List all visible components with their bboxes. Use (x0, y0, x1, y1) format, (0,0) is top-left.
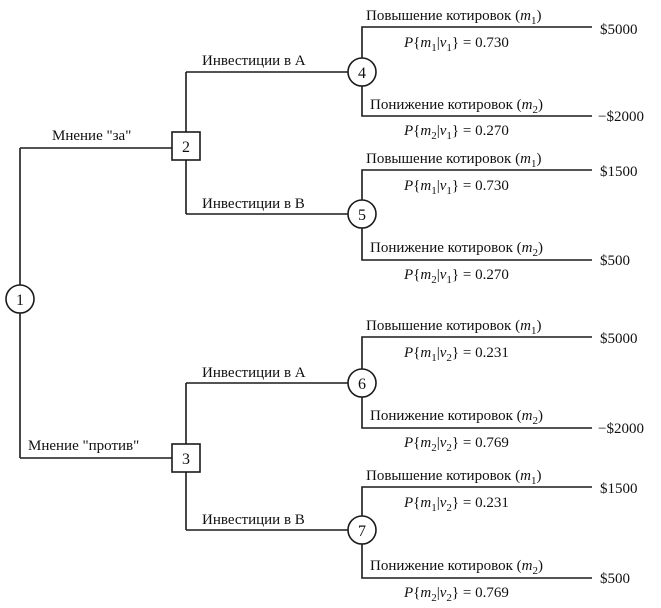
outcome-label-rise: Повышение котировок (m1) (366, 151, 541, 170)
decision-node-square (171, 443, 201, 473)
node-2: 2 (171, 131, 201, 161)
node-3-label: 3 (182, 451, 190, 468)
node-1-label: 1 (16, 292, 24, 309)
decision-node-square (171, 131, 201, 161)
node-5: 5 (347, 199, 377, 229)
payoff-value: −$2000 (598, 421, 644, 437)
branch-label-invest-b: Инвестиции в В (202, 196, 305, 212)
payoff-value: $5000 (600, 22, 638, 38)
node-4: 4 (347, 57, 377, 87)
payoff-value: $5000 (600, 331, 638, 347)
chance-node-circle (347, 515, 377, 545)
branch-label-opinion-against: Мнение "против" (28, 438, 139, 454)
node-6: 6 (347, 368, 377, 398)
payoff-value: $1500 (600, 164, 638, 180)
outcome-label-fall: Понижение котировок (m2) (370, 97, 543, 116)
outcome-label-rise: Повышение котировок (m1) (366, 318, 541, 337)
probability-label: P{m1|v2} = 0.231 (403, 345, 509, 364)
payoff-value: $500 (600, 253, 630, 269)
probability-label: P{m1|v1} = 0.730 (403, 35, 509, 54)
node-5-label: 5 (358, 207, 366, 224)
payoff-value: −$2000 (598, 109, 644, 125)
outcome-label-fall: Понижение котировок (m2) (370, 408, 543, 427)
outcome-label-rise: Повышение котировок (m1) (366, 8, 541, 27)
branch-label-invest-a: Инвестиции в А (202, 53, 306, 69)
chance-node-circle (347, 199, 377, 229)
node-3: 3 (171, 443, 201, 473)
node-7-label: 7 (358, 523, 366, 540)
outcome-label-rise: Повышение котировок (m1) (366, 468, 541, 487)
probability-label: P{m1|v2} = 0.231 (403, 495, 509, 514)
node-4-label: 4 (358, 65, 366, 82)
chance-node-circle (5, 284, 35, 314)
outcome-label-fall: Понижение котировок (m2) (370, 558, 543, 577)
node-6-label: 6 (358, 376, 366, 393)
probability-label: P{m2|v2} = 0.769 (403, 435, 509, 454)
node-1: 1 (5, 284, 35, 314)
node-7: 7 (347, 515, 377, 545)
probability-label: P{m1|v1} = 0.730 (403, 178, 509, 197)
probability-label: P{m2|v1} = 0.270 (403, 267, 509, 286)
probability-label: P{m2|v2} = 0.769 (403, 585, 509, 604)
outcome-label-fall: Понижение котировок (m2) (370, 240, 543, 259)
chance-node-circle (347, 368, 377, 398)
probability-label: P{m2|v1} = 0.270 (403, 123, 509, 142)
branch-label-invest-a: Инвестиции в А (202, 365, 306, 381)
chance-node-circle (347, 57, 377, 87)
node-2-label: 2 (182, 139, 190, 156)
branch-label-invest-b: Инвестиции в В (202, 512, 305, 528)
payoff-value: $1500 (600, 481, 638, 497)
branch-label-opinion-for: Мнение "за" (52, 128, 131, 144)
payoff-value: $500 (600, 571, 630, 587)
